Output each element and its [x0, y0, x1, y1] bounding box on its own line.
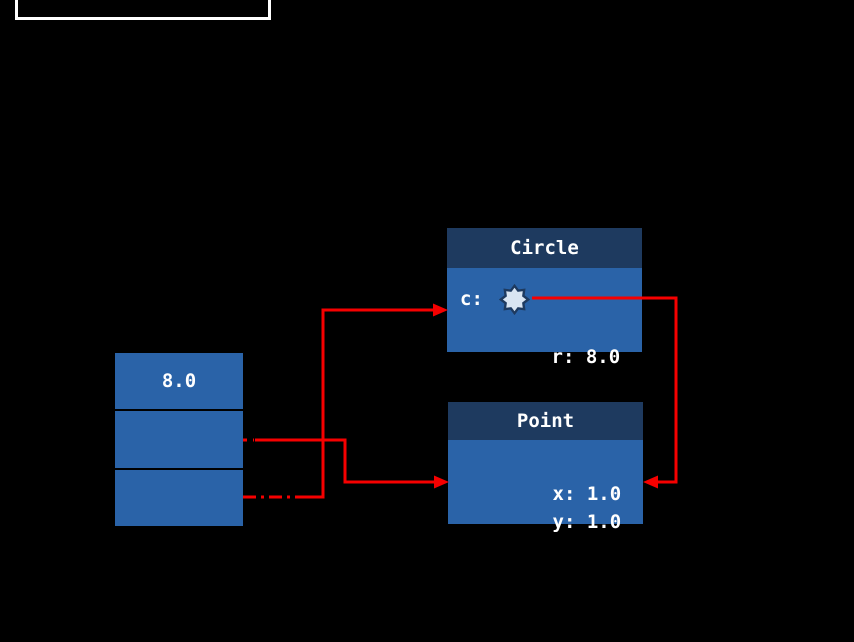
stack-cell-value: 8.0: [161, 370, 197, 393]
object-title: Circle: [510, 237, 579, 259]
arrow-middle-cell-to-point: [243, 438, 449, 489]
arrowhead-right-icon: [434, 475, 449, 489]
stack-cell: [115, 470, 243, 526]
field-text: x: 1.0: [552, 483, 622, 505]
stack-cell: 8.0: [115, 353, 243, 412]
field-row-c: c:: [460, 283, 642, 315]
field-label: c:: [460, 288, 483, 310]
object-title: Point: [516, 410, 575, 432]
circle-object-box: Circle c: r: 8.0: [447, 228, 642, 368]
point-object-box: Point x: 1.0 y: 1.0: [448, 402, 643, 533]
circle-object-body: c: r: 8.0: [447, 268, 642, 368]
arrowhead-right-icon: [433, 303, 448, 317]
field-row-x: x: 1.0: [461, 452, 643, 505]
field-text: r: 8.0: [551, 346, 621, 368]
field-text: y: 1.0: [552, 511, 622, 533]
star-reference-icon: [498, 283, 530, 315]
arrow-bottom-cell-to-circle: [243, 303, 448, 499]
field-row-r: r: 8.0: [460, 315, 642, 368]
stack-cell: [115, 411, 243, 470]
circle-object-header: Circle: [447, 228, 642, 268]
field-row-y: y: 1.0: [461, 480, 643, 533]
cut-off-box-outline: [15, 0, 271, 20]
stack-frame-table: 8.0: [115, 353, 243, 526]
point-object-header: Point: [448, 402, 643, 440]
point-object-body: x: 1.0 y: 1.0: [448, 440, 643, 533]
arrowhead-left-icon: [643, 475, 658, 489]
